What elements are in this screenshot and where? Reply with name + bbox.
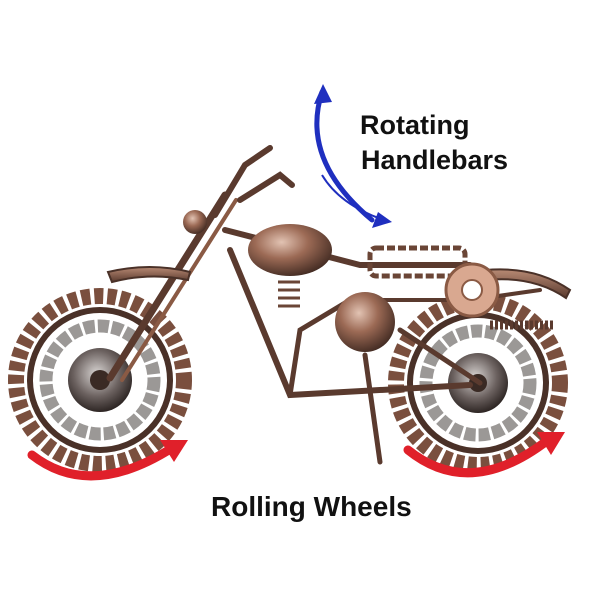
- wheels-caption: Rolling Wheels: [211, 491, 412, 522]
- handlebars-caption-line2: Handlebars: [361, 145, 509, 175]
- fuel-tank: [248, 224, 332, 276]
- shock-spring: [278, 280, 300, 308]
- front-wheel-roll-arrow-icon: [27, 440, 188, 481]
- handlebars-caption-line1: Rotating: [360, 110, 470, 140]
- rear-wheel-roll-arrow-icon: [403, 432, 565, 478]
- headlight: [183, 210, 207, 234]
- front-wheel: [8, 288, 192, 472]
- rear-gear: [444, 262, 500, 318]
- front-fender: [106, 266, 192, 284]
- rotate-arrow-icon: [314, 84, 392, 228]
- seat-chain: [367, 245, 468, 279]
- engine-sphere: [335, 292, 395, 352]
